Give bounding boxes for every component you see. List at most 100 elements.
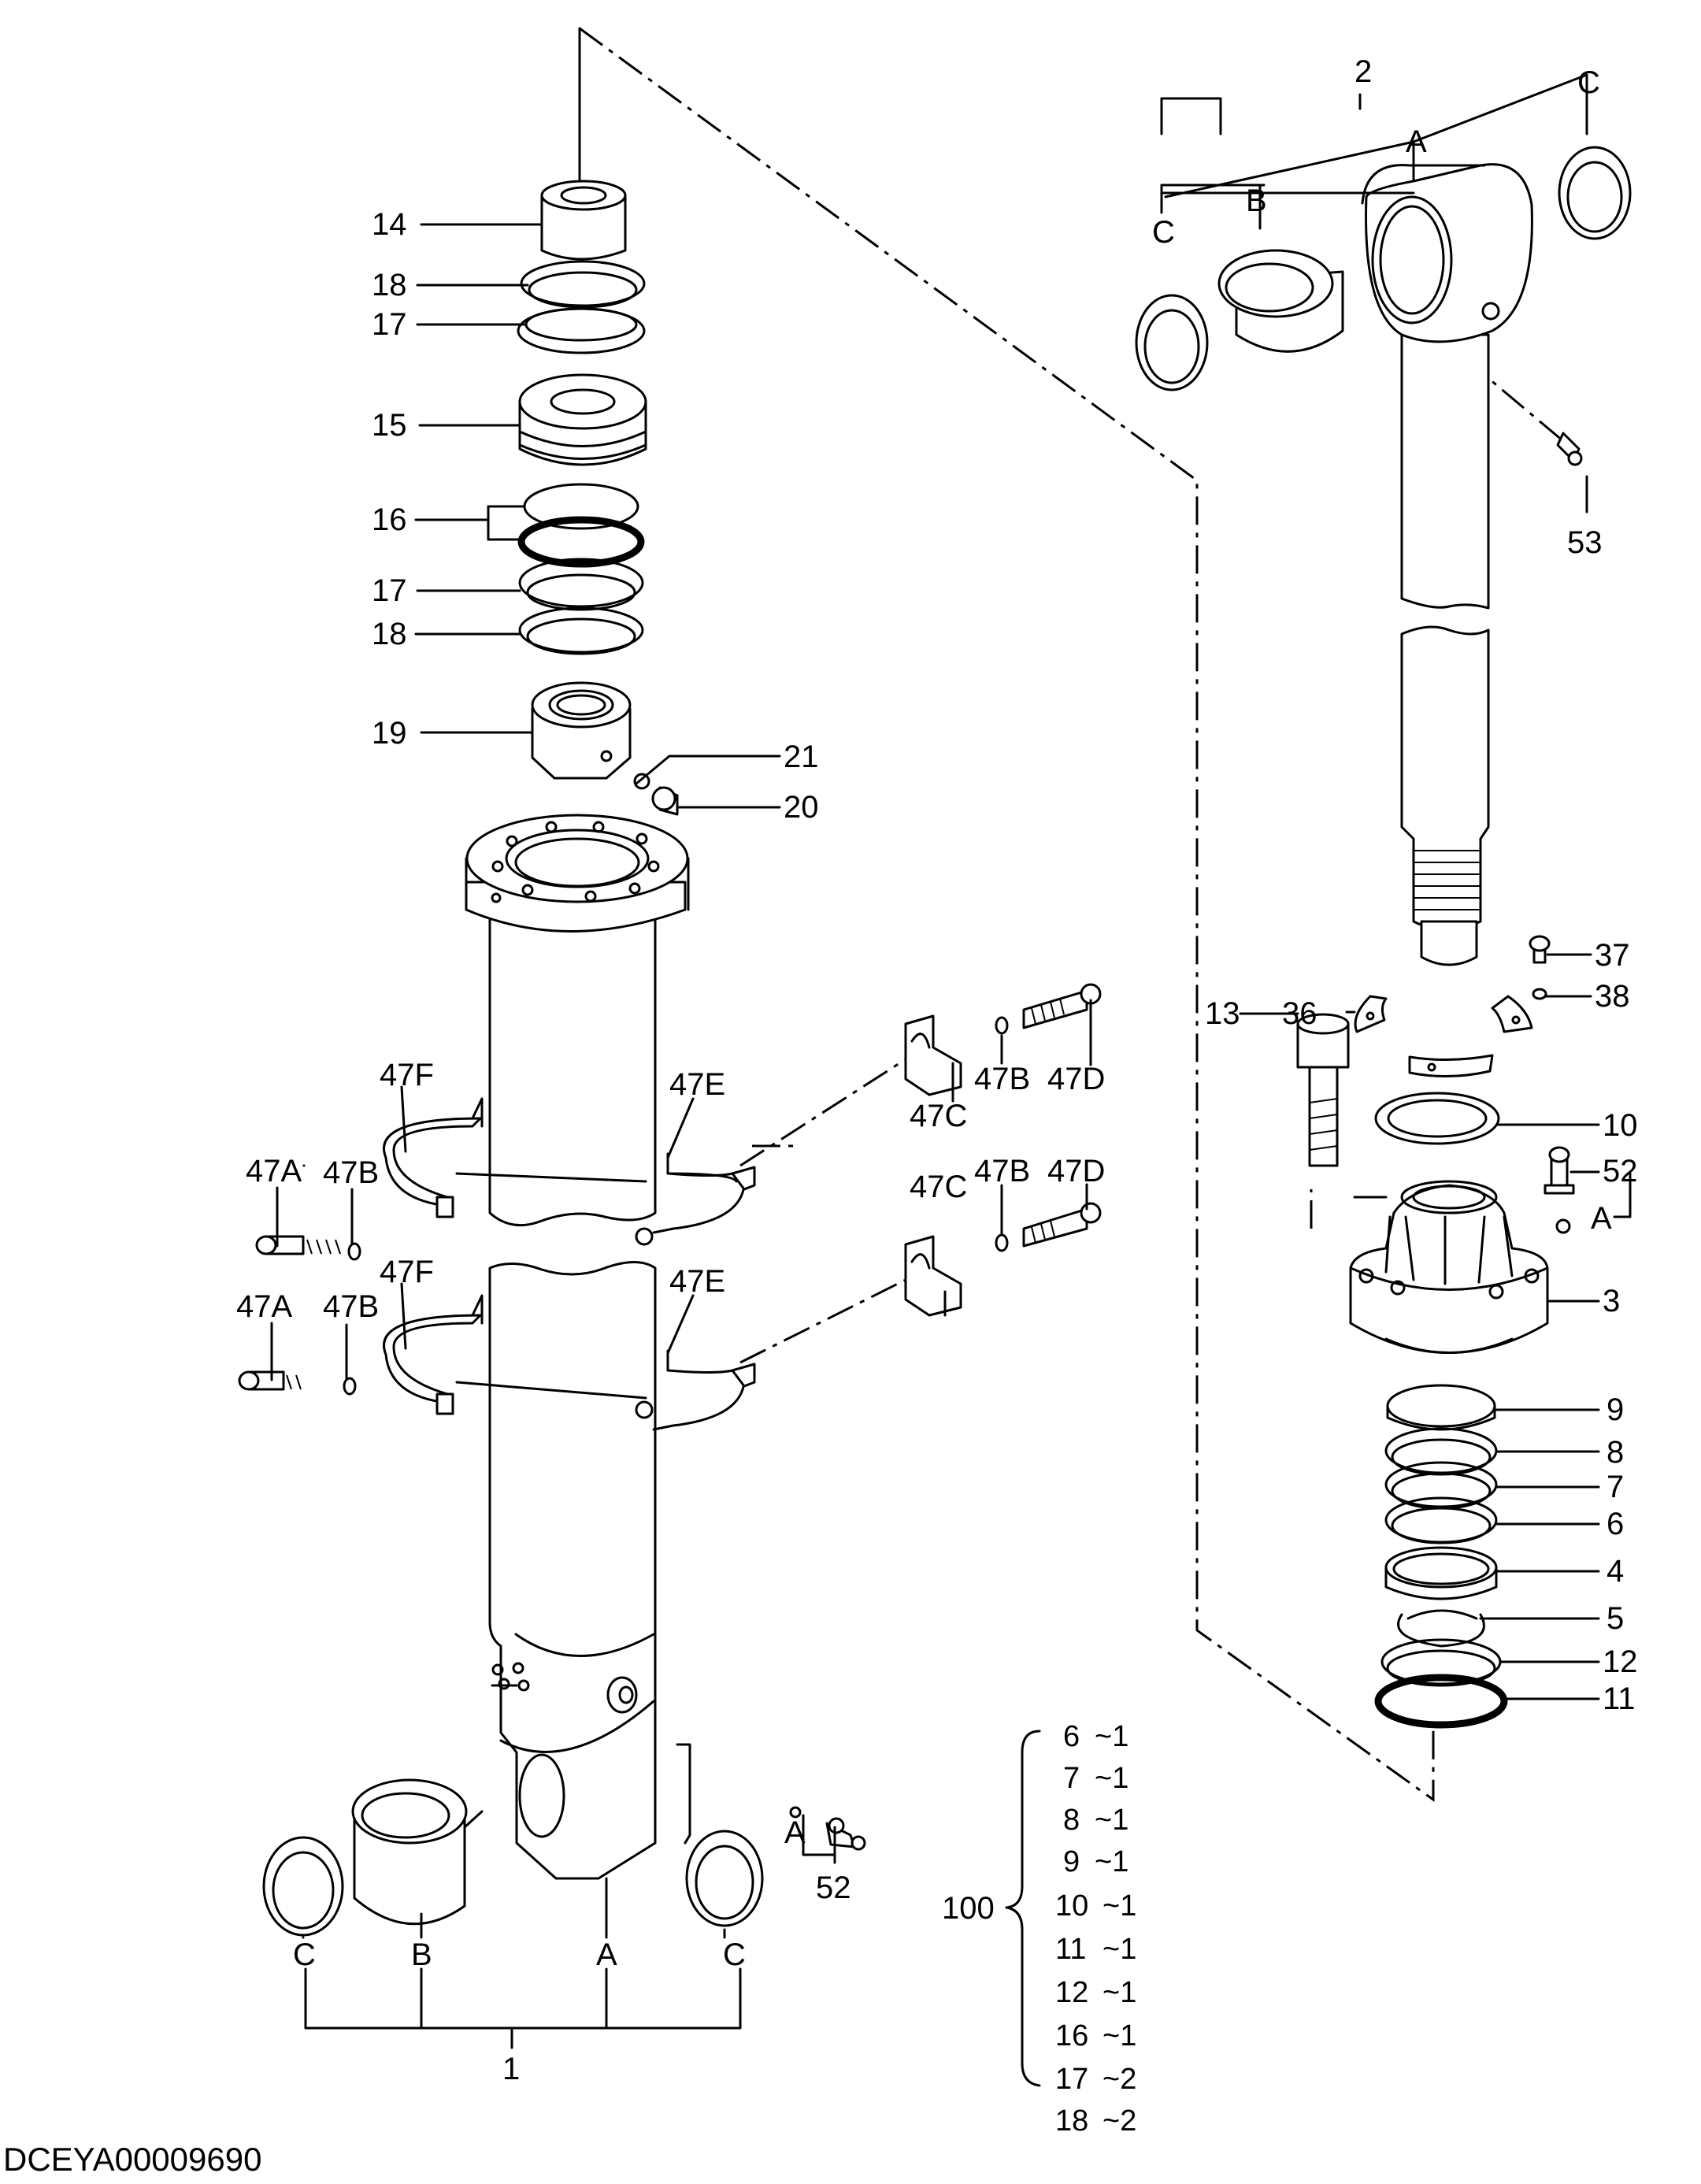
kit-item: 10 ~1	[1055, 1889, 1136, 1923]
callout-17-lower: 17	[372, 573, 407, 608]
callout-47E-upper: 47E	[669, 1067, 725, 1102]
kit-item-qty: ~1	[1095, 1720, 1128, 1753]
callout-3: 3	[1603, 1284, 1620, 1318]
buffer-ring-9[interactable]	[1386, 1384, 1496, 1431]
subpart-52A-tube: A	[784, 1815, 806, 1850]
callout-9: 9	[1606, 1392, 1624, 1427]
callout-12: 12	[1603, 1644, 1638, 1679]
kit-item-qty: ~2	[1102, 2063, 1136, 2096]
callout-17-upper: 17	[372, 307, 407, 342]
callout-19: 19	[372, 716, 407, 751]
washer-47B-lower-right[interactable]	[995, 1233, 1009, 1252]
o-ring-52A[interactable]	[1555, 1218, 1571, 1234]
lock-36[interactable]	[1354, 995, 1533, 1078]
subpart-52A-cover: A	[1591, 1201, 1612, 1236]
washer-38[interactable]	[1532, 988, 1547, 1000]
rod-cover-3[interactable]	[1349, 1180, 1549, 1354]
kit-item-part: 6	[1063, 1720, 1080, 1753]
kit-item: 6 ~1	[1063, 1720, 1128, 1753]
bolt-47D-lower[interactable]	[1022, 1202, 1102, 1248]
o-ring-11[interactable]	[1374, 1674, 1508, 1729]
callout-47B-upper-right: 47B	[974, 1062, 1030, 1096]
piston-nut-19[interactable]	[531, 681, 632, 780]
callout-37: 37	[1595, 938, 1630, 973]
callout-53: 53	[1567, 525, 1603, 560]
clamp-band-47F-lower[interactable]	[383, 1294, 484, 1415]
callout-18-lower: 18	[372, 617, 407, 651]
piston-rod-2[interactable]	[1361, 163, 1533, 966]
u-packing-6[interactable]	[1384, 1496, 1498, 1544]
grease-nipple-53[interactable]	[1556, 432, 1583, 466]
subpart-1C-left: C	[293, 1937, 316, 1972]
kit-item-part: 16	[1055, 2019, 1088, 2052]
kit-item-qty: ~1	[1095, 1804, 1128, 1837]
back-up-ring-18-lower[interactable]	[518, 606, 644, 655]
kit-item-qty: ~1	[1102, 1976, 1136, 2009]
clamp-band-47E-upper[interactable]	[635, 1152, 756, 1246]
clamp-band-47E-lower[interactable]	[635, 1349, 756, 1431]
washer-47B-upper-left[interactable]	[347, 1242, 361, 1261]
callout-52-tube: 52	[816, 1871, 851, 1905]
callout-11: 11	[1603, 1682, 1636, 1716]
set-screw-20[interactable]	[651, 786, 679, 816]
callout-52-cover: 52	[1603, 1154, 1638, 1188]
wear-ring-17-upper[interactable]	[517, 307, 646, 354]
callout-18-upper: 18	[372, 268, 407, 302]
snap-ring-5[interactable]	[1397, 1609, 1485, 1648]
dust-seal-1C-right[interactable]	[685, 1830, 764, 1927]
grease-nipple-52-cover[interactable]	[1544, 1146, 1575, 1195]
subpart-1C-right: C	[723, 1937, 746, 1972]
cylinder-tube-1[interactable]	[465, 814, 690, 1880]
kit-item: 12 ~1	[1055, 1976, 1136, 2009]
screw-37[interactable]	[1529, 935, 1551, 964]
dust-seal-2C-right[interactable]	[1558, 146, 1632, 240]
pin-bushing-1B[interactable]	[351, 1778, 468, 1926]
dust-seal-2C-left[interactable]	[1135, 294, 1209, 391]
piston-15[interactable]	[518, 373, 647, 466]
kit-item-part: 7	[1063, 1762, 1080, 1795]
kit-item-part: 9	[1063, 1845, 1080, 1878]
bushing-4[interactable]	[1384, 1546, 1498, 1600]
piston-nut-14[interactable]	[540, 180, 627, 261]
socket-bolt-13[interactable]	[1296, 1013, 1350, 1167]
callout-14: 14	[372, 207, 407, 242]
rod-bushing-2B[interactable]	[1217, 249, 1344, 353]
clamp-guide-lower	[739, 1278, 906, 1364]
bolt-47A-upper[interactable]	[255, 1235, 341, 1255]
callout-47D-lower: 47D	[1047, 1154, 1105, 1188]
callout-4: 4	[1606, 1554, 1624, 1589]
kit-item-part: 8	[1063, 1804, 1080, 1837]
callout-10: 10	[1603, 1108, 1638, 1143]
steel-ball-21[interactable]	[633, 773, 650, 790]
callout-20: 20	[784, 790, 819, 825]
kit-item: 16 ~1	[1055, 2019, 1136, 2052]
wiper-ring-10[interactable]	[1374, 1092, 1500, 1145]
kit-item-part: 11	[1055, 1933, 1086, 1966]
dust-seal-1C-left[interactable]	[262, 1836, 344, 1937]
wear-ring-17-lower[interactable]	[518, 558, 644, 611]
rod-seal-8[interactable]	[1384, 1427, 1498, 1476]
subpart-2B: B	[1246, 184, 1267, 218]
kit-item-qty: ~1	[1102, 2019, 1136, 2052]
callout-47C-lower: 47C	[910, 1170, 967, 1204]
clamp-block-47C-lower[interactable]	[904, 1235, 962, 1317]
kit-item: 11 ~1	[1055, 1933, 1136, 1966]
callout-5: 5	[1606, 1601, 1624, 1636]
bolt-47A-lower[interactable]	[238, 1370, 302, 1391]
back-up-ring-18-upper[interactable]	[520, 260, 646, 309]
back-up-ring-7[interactable]	[1384, 1461, 1498, 1510]
clamp-band-47F-upper[interactable]	[383, 1097, 484, 1218]
piston-seal-16[interactable]	[517, 483, 645, 568]
callout-2: 2	[1354, 54, 1372, 89]
callout-38: 38	[1595, 979, 1630, 1014]
callout-47D-upper: 47D	[1047, 1062, 1105, 1096]
callout-47B-lower-right: 47B	[974, 1154, 1030, 1188]
clamp-guide-upper-b	[455, 1172, 647, 1183]
kit-item-qty: ~1	[1095, 1762, 1128, 1795]
callout-47B-upper-left: 47B	[323, 1155, 379, 1190]
washer-47B-upper-right[interactable]	[995, 1016, 1009, 1035]
callout-16: 16	[372, 502, 407, 537]
clamp-block-47C-upper[interactable]	[904, 1014, 962, 1096]
washer-47B-lower-left[interactable]	[343, 1377, 357, 1396]
bolt-47D-upper[interactable]	[1022, 983, 1102, 1029]
